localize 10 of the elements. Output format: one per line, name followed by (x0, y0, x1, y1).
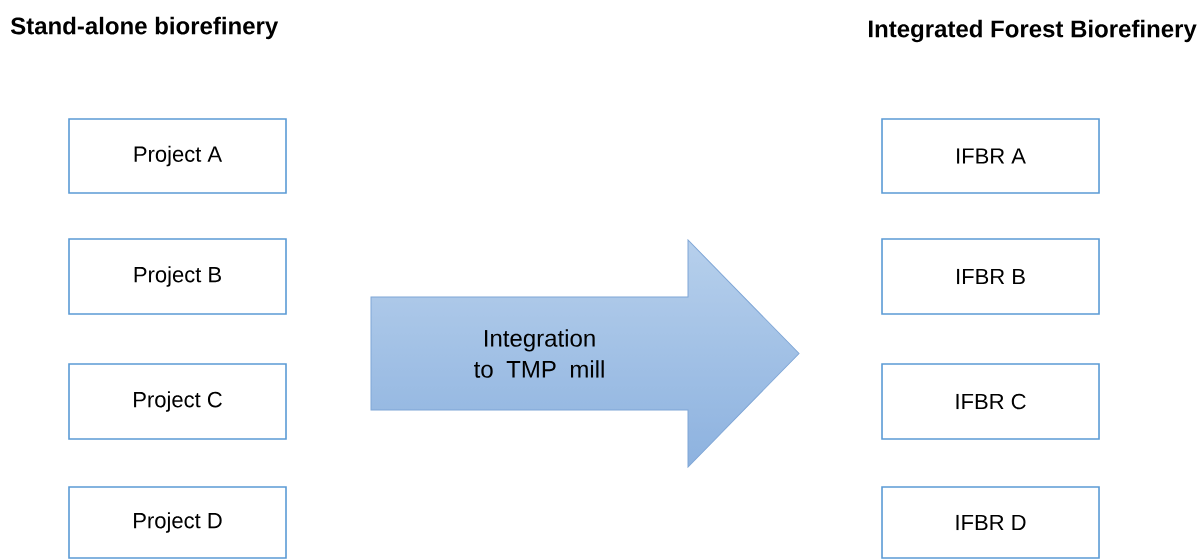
project-box: Project C (68, 363, 287, 440)
project-box: IFBR A (881, 118, 1100, 194)
heading: Integrated Forest Biorefinery (869, 19, 1197, 43)
project-box: IFBR C (881, 363, 1100, 440)
heading: Stand-alone biorefinery (10, 16, 279, 40)
project-box: Project D (68, 486, 287, 559)
project-box: Project B (68, 238, 287, 315)
project-box: IFBR B (881, 238, 1100, 315)
project-box: Project A (68, 118, 287, 194)
project-box: IFBR D (881, 486, 1100, 559)
